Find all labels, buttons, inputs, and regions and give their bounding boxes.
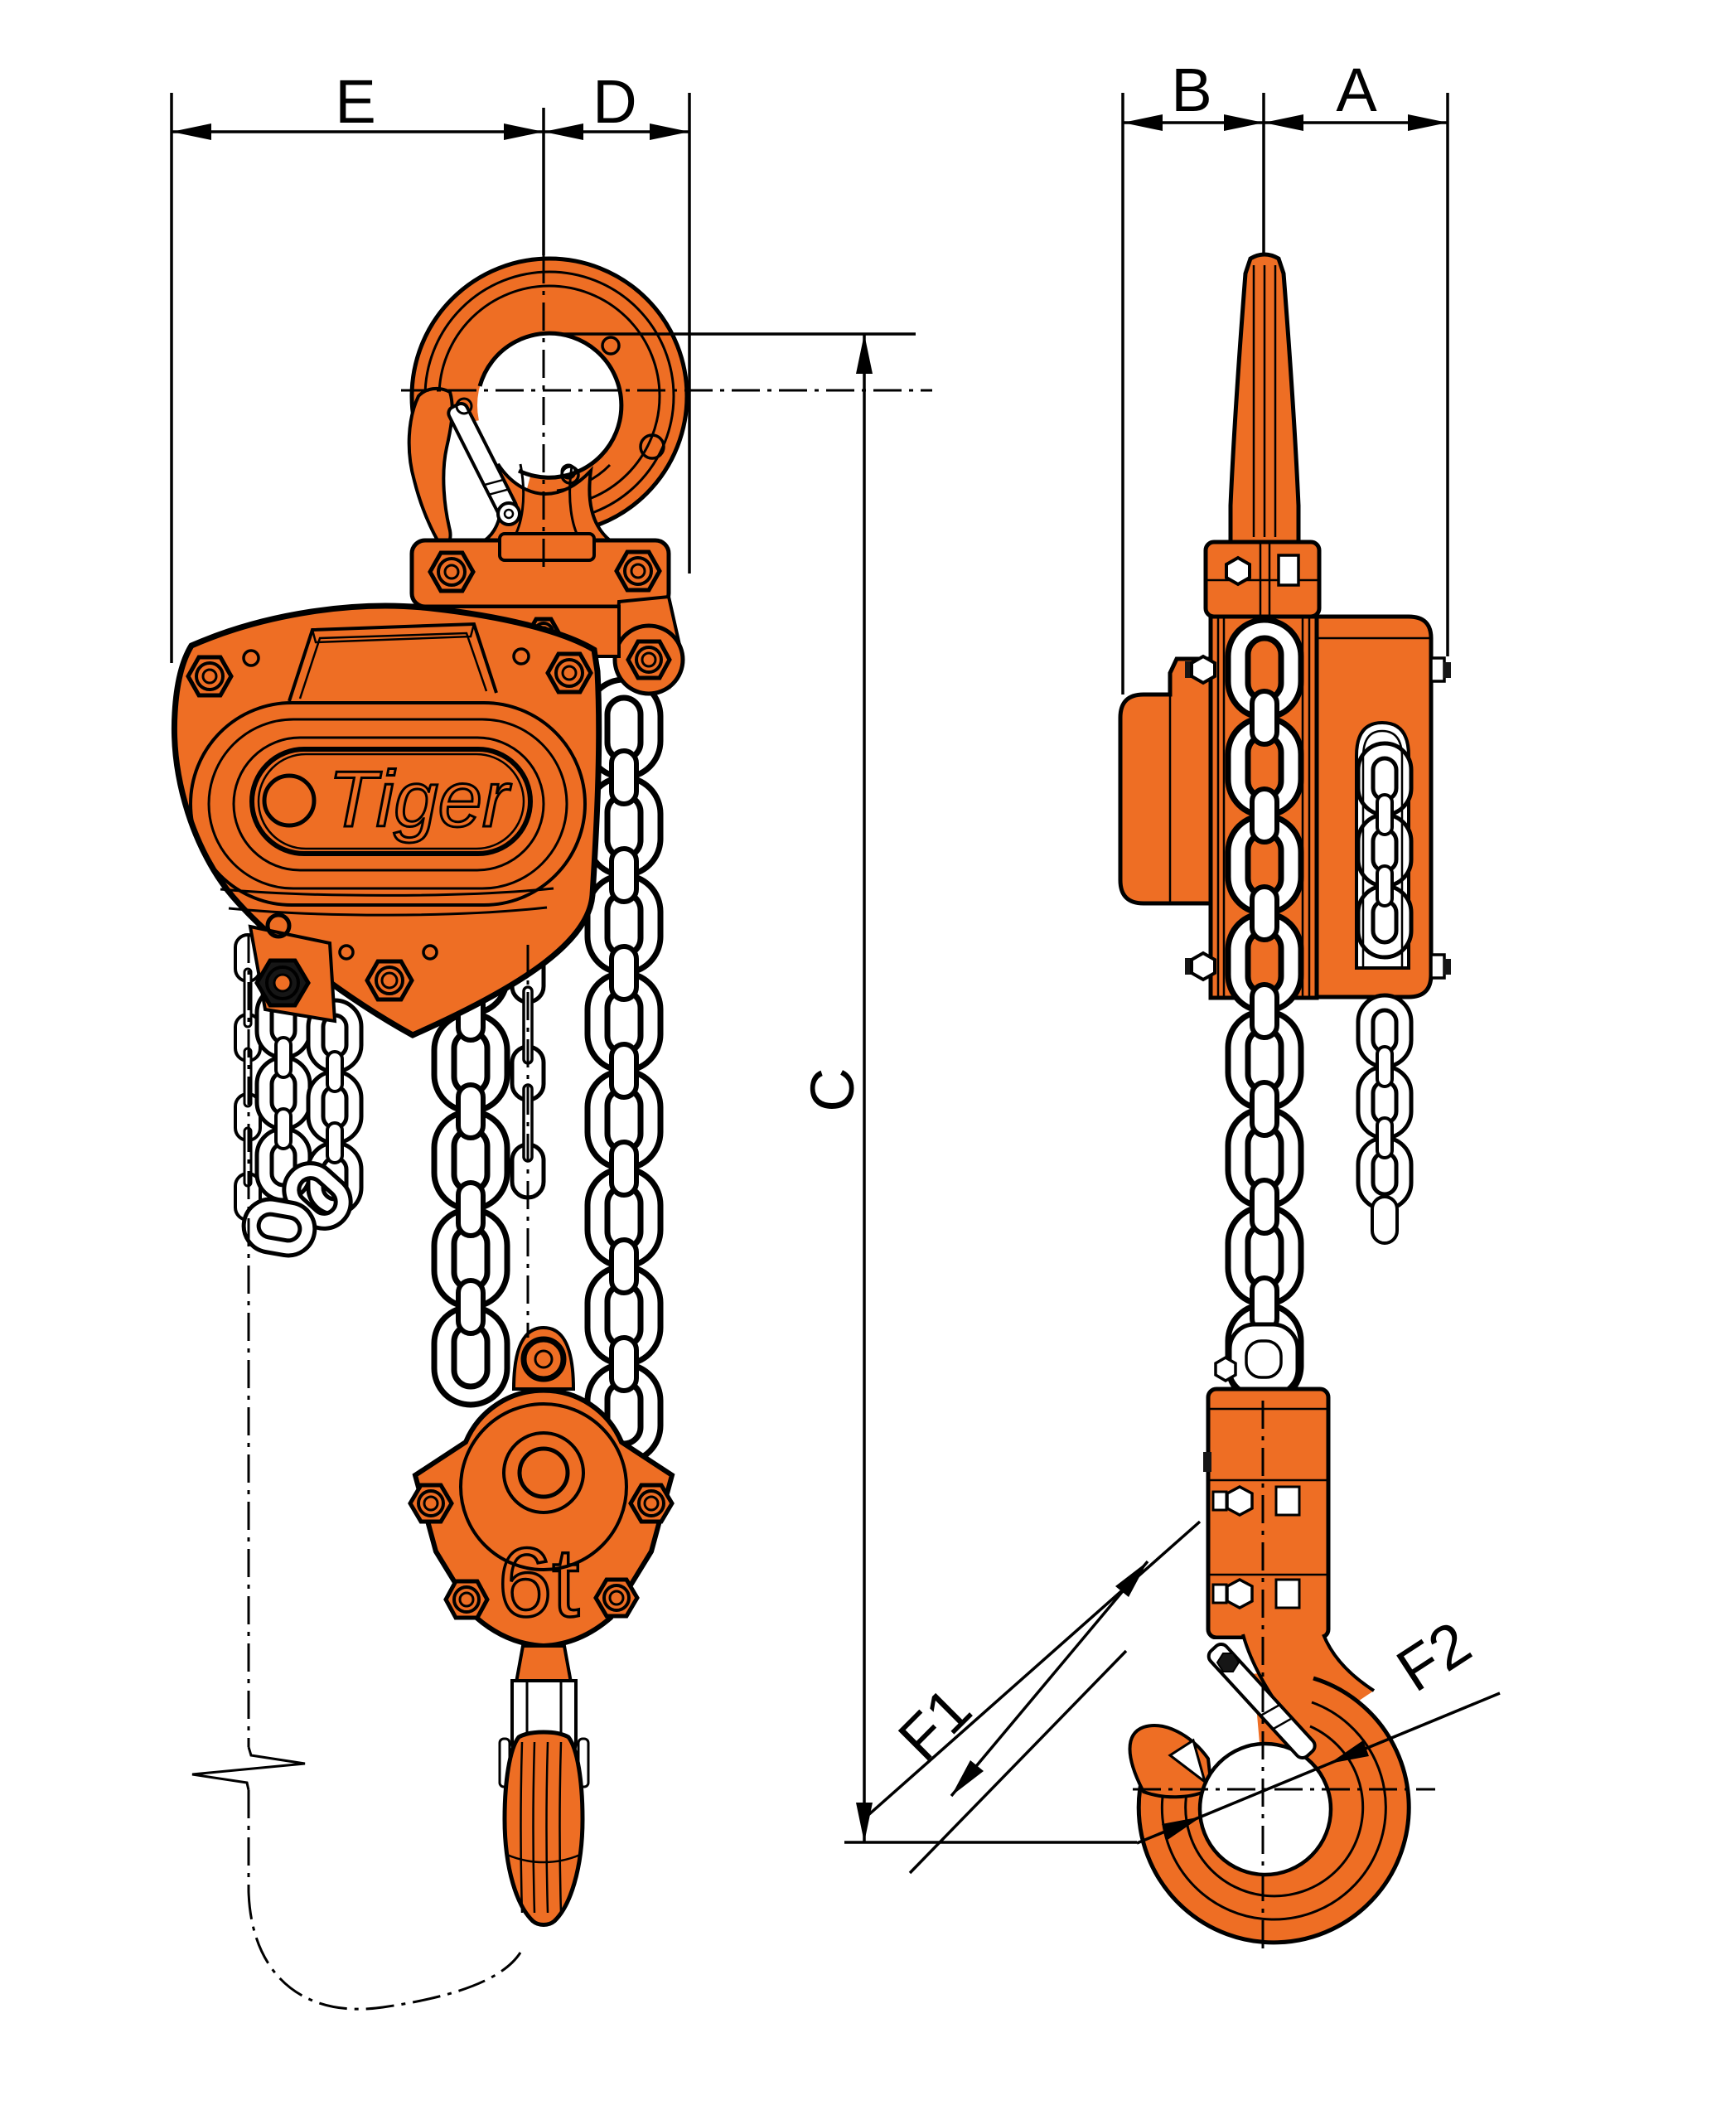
svg-text:6t: 6t <box>498 1528 579 1638</box>
svg-text:D: D <box>592 67 636 136</box>
svg-text:C: C <box>798 1067 867 1111</box>
svg-text:B: B <box>1171 56 1211 124</box>
svg-text:A: A <box>1336 56 1377 124</box>
svg-text:E: E <box>335 67 375 136</box>
svg-text:Tiger: Tiger <box>328 755 512 844</box>
